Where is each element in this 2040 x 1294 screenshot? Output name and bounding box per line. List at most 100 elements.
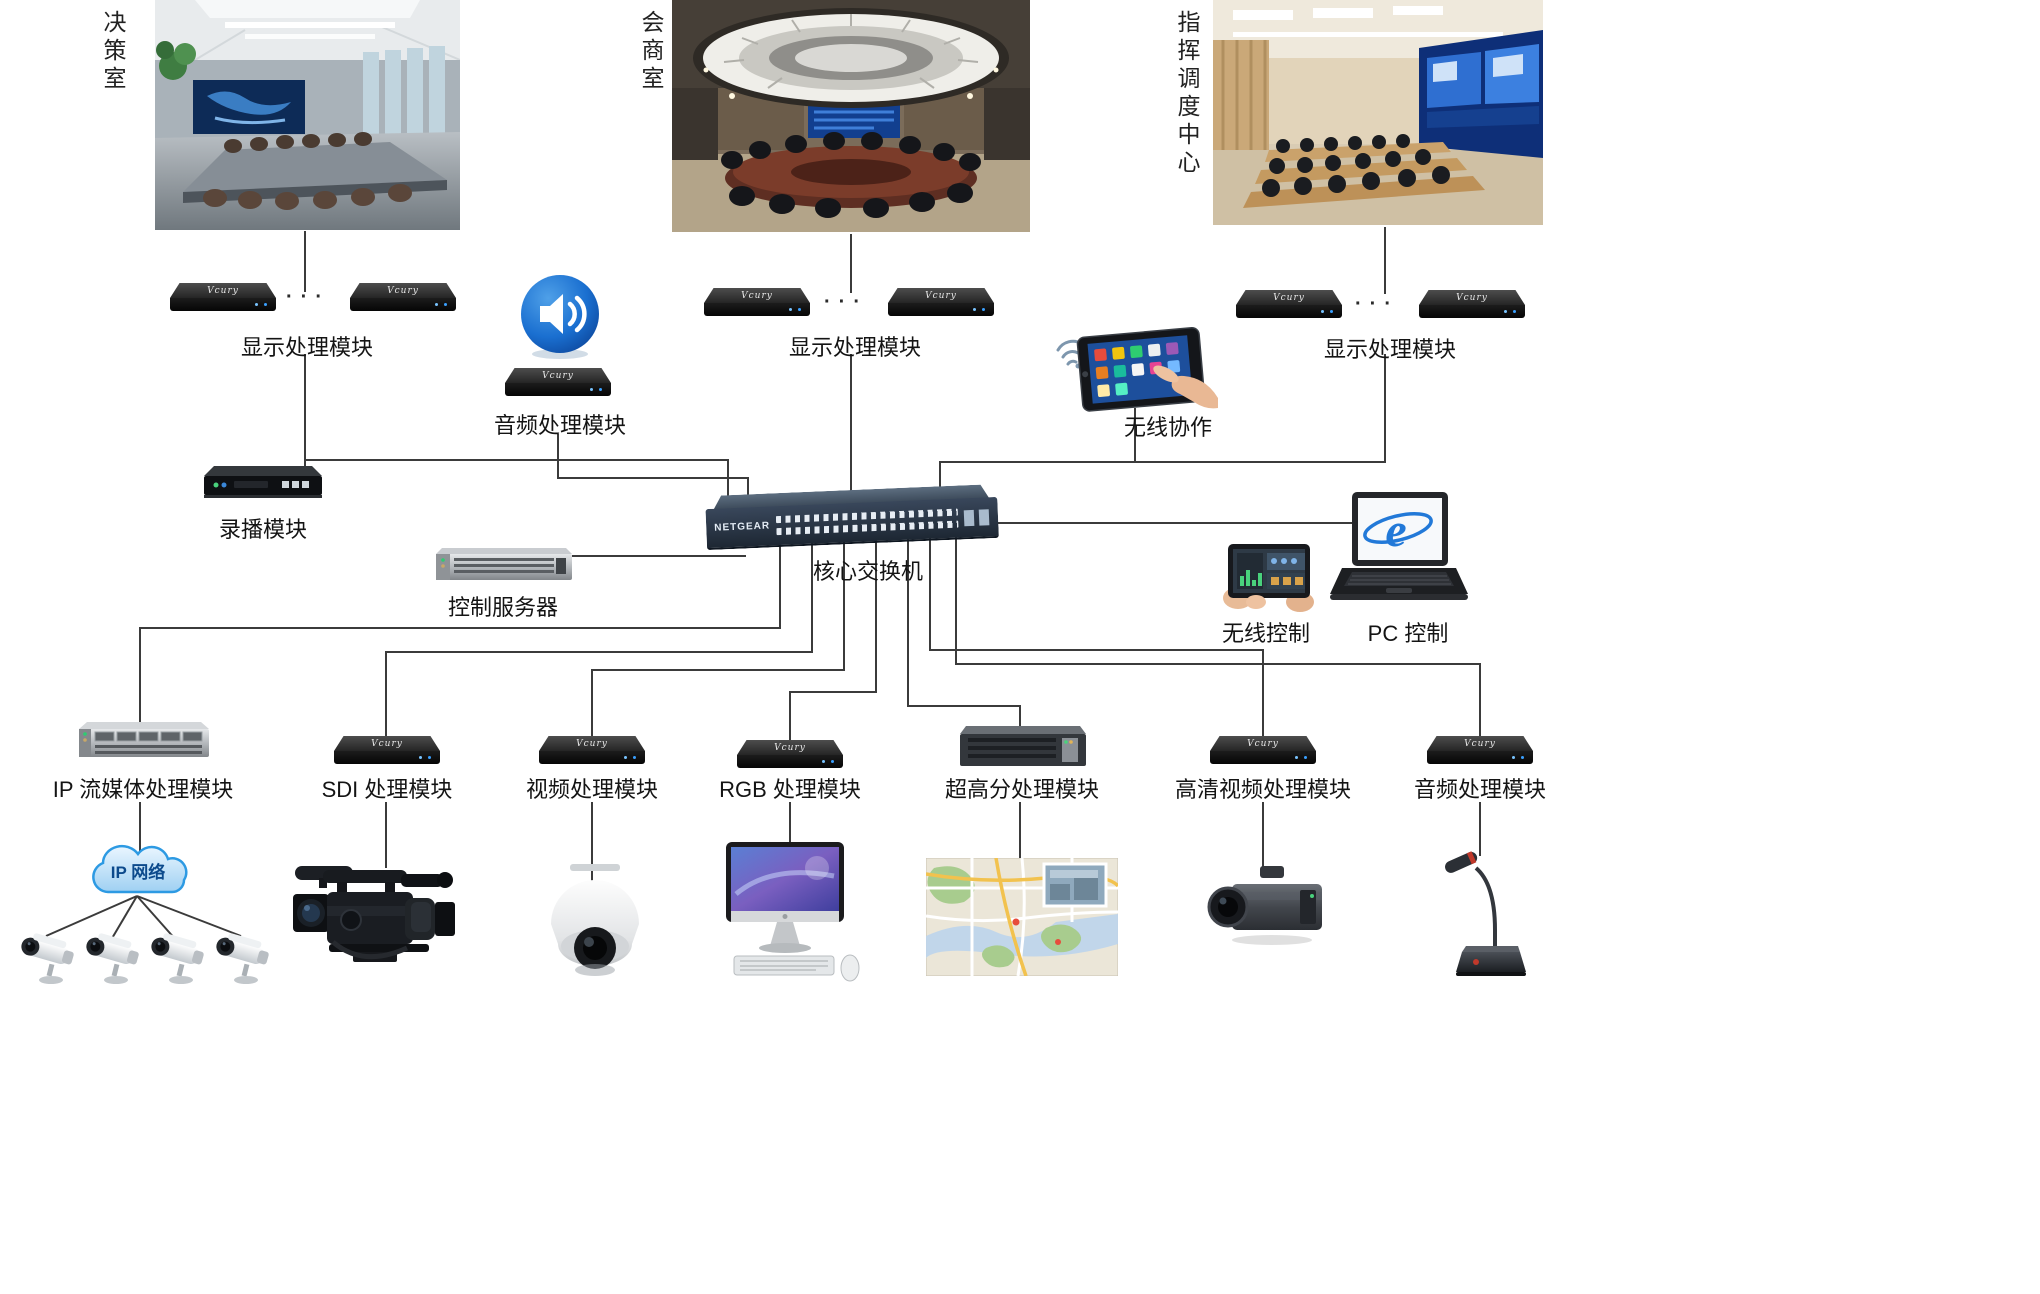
device-top: Vcury [505, 368, 611, 383]
pc-control-laptop: e [1330, 492, 1468, 600]
ip-streaming-module-device [79, 722, 209, 757]
audio-bottom-module-device: Vcury [1427, 736, 1533, 766]
display-module-device: Vcury [888, 288, 994, 318]
room-label-meeting: 会商室 [638, 10, 664, 94]
device-front [505, 383, 611, 396]
wireless-control-label: 无线控制 [1221, 621, 1311, 646]
control-server-label: 控制服务器 [447, 595, 559, 620]
vcury-brand-text: Vcury [1464, 738, 1496, 749]
device-front [704, 303, 810, 316]
vcury-brand-text: Vcury [371, 738, 403, 749]
video-module-device: Vcury [539, 736, 645, 766]
device-top: Vcury [1419, 290, 1525, 305]
display-module-label: 显示处理模块 [240, 335, 374, 360]
core-switch-device: NETGEAR [705, 484, 999, 554]
bullet-camera [216, 933, 269, 984]
device-front [539, 751, 645, 764]
switch-port-row [776, 520, 959, 536]
camcorder [293, 866, 455, 962]
device-top: Vcury [888, 288, 994, 303]
sdi-module-device: Vcury [334, 736, 440, 766]
vcury-brand-text: Vcury [1247, 738, 1279, 749]
vcury-brand-text: Vcury [741, 290, 773, 301]
device-top: Vcury [1236, 290, 1342, 305]
device-front [350, 298, 456, 311]
display-module-label: 显示处理模块 [788, 335, 922, 360]
module-label-audio: 音频处理模块 [1413, 777, 1547, 802]
control-server-device [436, 548, 572, 580]
module-label-ip-streaming: IP 流媒体处理模块 [52, 777, 234, 802]
switch-uplink-ports [963, 506, 991, 528]
room-label-decision: 决策室 [100, 10, 126, 94]
display-module-device: Vcury [350, 283, 456, 313]
vcury-brand-text: Vcury [542, 370, 574, 381]
device-top: Vcury [1427, 736, 1533, 751]
device-front [1427, 751, 1533, 764]
device-front [334, 751, 440, 764]
display-module-label: 显示处理模块 [1323, 337, 1457, 362]
netgear-brand-text: NETGEAR [714, 520, 771, 534]
uhd-module-device [960, 726, 1086, 766]
vcury-brand-text: Vcury [1273, 292, 1305, 303]
rgb-module-device: Vcury [737, 740, 843, 770]
device-front [1236, 305, 1342, 318]
device-top: Vcury [737, 740, 843, 755]
room-label-command-center: 指挥调度中心 [1174, 10, 1200, 178]
module-label-sdi: SDI 处理模块 [321, 777, 453, 802]
room-photo-decision [155, 0, 460, 230]
desktop-computer [726, 842, 860, 982]
audio-module-device: Vcury [505, 368, 611, 398]
recording-module-label: 录播模块 [218, 517, 308, 542]
display-module-device: Vcury [1236, 290, 1342, 320]
device-front [888, 303, 994, 316]
module-label-video: 视频处理模块 [525, 777, 659, 802]
display-module-device: Vcury [170, 283, 276, 313]
bullet-camera [151, 933, 204, 984]
vcury-brand-text: Vcury [925, 290, 957, 301]
device-top: Vcury [350, 283, 456, 298]
dots-separator: ··· [824, 291, 868, 313]
bullet-camera [86, 933, 139, 984]
room-photo-command-center [1213, 0, 1543, 225]
bullet-camera [21, 933, 74, 984]
vcury-brand-text: Vcury [576, 738, 608, 749]
hd-video-module-device: Vcury [1210, 736, 1316, 766]
conference-mic [1445, 851, 1526, 976]
device-top: Vcury [704, 288, 810, 303]
switch-ports [775, 508, 959, 536]
dots-separator: ··· [1355, 293, 1399, 315]
ie-logo-icon: e [1363, 504, 1433, 557]
room-photo-meeting [672, 0, 1030, 232]
vcury-brand-text: Vcury [774, 742, 806, 753]
vcury-brand-text: Vcury [207, 285, 239, 296]
display-module-device: Vcury [1419, 290, 1525, 320]
core-switch-label: 核心交换机 [812, 559, 924, 584]
audio-module-label: 音频处理模块 [493, 413, 627, 438]
pc-control-label: PC 控制 [1367, 621, 1449, 646]
device-top: Vcury [334, 736, 440, 751]
vcury-brand-text: Vcury [1456, 292, 1488, 303]
device-top: Vcury [170, 283, 276, 298]
dots-separator: ··· [286, 286, 330, 308]
recording-module-device [204, 466, 322, 498]
box-camera [1207, 866, 1322, 945]
map-image [926, 858, 1118, 976]
display-module-device: Vcury [704, 288, 810, 318]
wireless-control-image [1223, 544, 1314, 612]
device-top: Vcury [1210, 736, 1316, 751]
device-front [1210, 751, 1316, 764]
device-front [1419, 305, 1525, 318]
dome-camera [551, 864, 639, 976]
ip-network-cloud: IP 网络 [92, 844, 188, 894]
ip-network-label: IP 网络 [111, 862, 165, 882]
svg-text:e: e [1385, 504, 1406, 557]
speaker-icon [521, 275, 599, 359]
device-front [737, 755, 843, 768]
module-label-rgb: RGB 处理模块 [719, 777, 861, 802]
wireless-collab-label: 无线协作 [1123, 415, 1213, 440]
vcury-brand-text: Vcury [387, 285, 419, 296]
wireless-collab-image [1056, 327, 1218, 412]
module-label-hd-video: 高清视频处理模块 [1174, 777, 1352, 802]
module-label-uhd: 超高分处理模块 [944, 777, 1100, 802]
